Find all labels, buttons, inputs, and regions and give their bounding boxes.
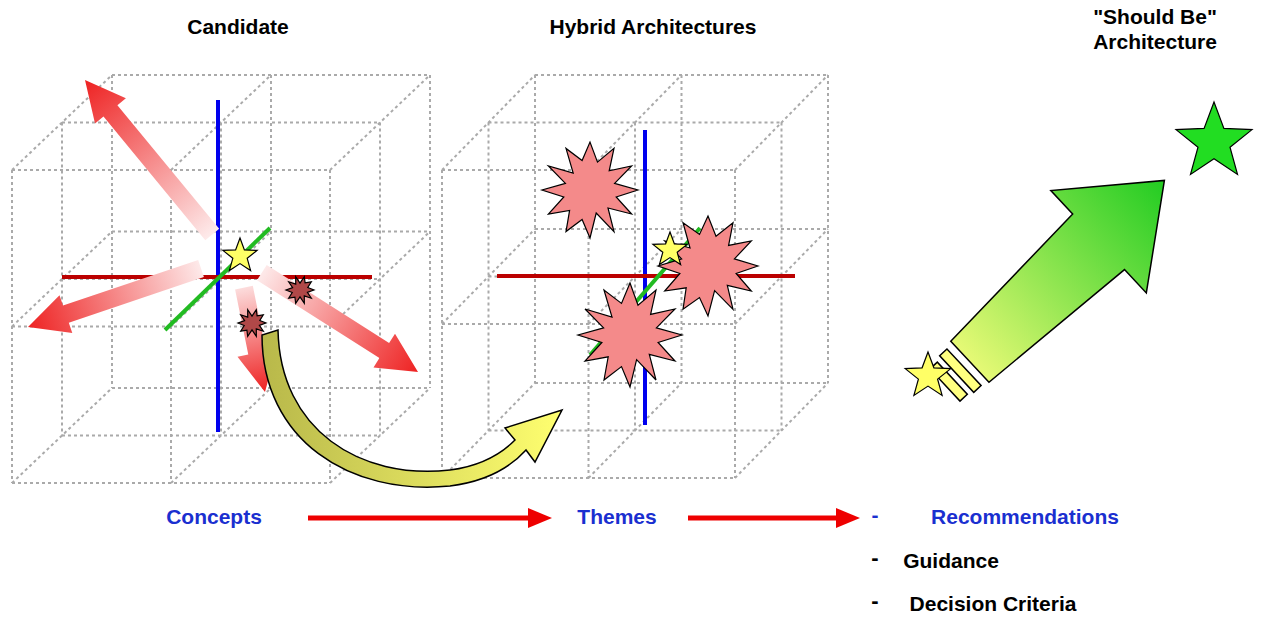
stage-label: Decision Criteria — [910, 591, 1077, 616]
grid-line — [429, 75, 431, 388]
curved-arrow — [262, 330, 562, 487]
gradient-arrow — [85, 80, 219, 240]
flow-arrow — [308, 516, 530, 521]
flow-arrow — [688, 516, 838, 521]
stage-label: Concepts — [166, 504, 262, 529]
star — [905, 352, 951, 395]
column-title: "Should Be" Architecture — [1080, 4, 1230, 54]
gradient-arrow — [28, 260, 204, 333]
arrow-body — [922, 129, 1212, 413]
star — [223, 238, 257, 271]
starburst — [578, 283, 682, 387]
stage-label: - — [872, 502, 879, 527]
grid-line — [735, 383, 828, 478]
grid-line — [681, 75, 683, 383]
starburst — [286, 277, 314, 304]
stage-label: - — [871, 588, 878, 614]
star — [653, 232, 687, 265]
starburst — [658, 216, 758, 316]
stage-label: Themes — [577, 504, 656, 529]
arrow-head — [836, 508, 860, 528]
column-title: Hybrid Architectures — [550, 14, 757, 39]
stage-label: Recommendations — [931, 504, 1119, 529]
arrow-head — [528, 508, 552, 528]
stage-label: - — [871, 545, 878, 571]
stage-label: Guidance — [903, 548, 999, 573]
grid-line — [827, 75, 829, 383]
starburst — [542, 142, 638, 238]
axis-line — [497, 274, 795, 278]
grid-line — [62, 435, 380, 437]
grid-line — [535, 382, 828, 384]
starburst — [238, 310, 266, 337]
big-arrow — [897, 129, 1212, 436]
grid-line — [535, 228, 828, 230]
axis-line — [216, 100, 220, 432]
grid-line — [12, 482, 330, 484]
column-title: Candidate — [187, 14, 289, 39]
star — [1176, 102, 1252, 174]
